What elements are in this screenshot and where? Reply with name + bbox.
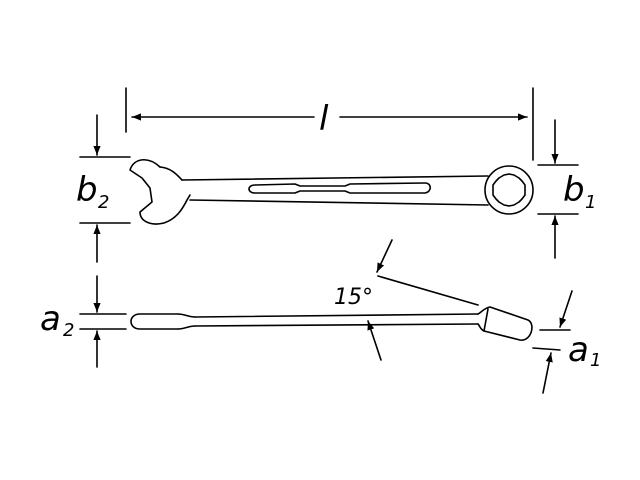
b2-dimension xyxy=(79,114,131,263)
shank-bottom-edge xyxy=(189,199,489,206)
length-dimension xyxy=(125,87,534,161)
a1-subscript: 1 xyxy=(590,350,601,371)
side-neck-bottom xyxy=(177,325,196,330)
open-end-head xyxy=(129,159,191,225)
ring-end-bihex xyxy=(492,173,526,207)
a1-label: a xyxy=(568,330,589,370)
a2-subscript: 2 xyxy=(63,320,74,341)
side-ring-inner xyxy=(483,308,489,332)
b1-label: b xyxy=(563,170,585,210)
b2-label: b xyxy=(76,170,98,210)
b1-subscript: 1 xyxy=(585,192,596,213)
angle-dimension xyxy=(367,239,479,361)
side-shank-bottom xyxy=(194,323,479,327)
ring-end-outer xyxy=(484,165,534,215)
side-shank-top xyxy=(194,313,479,318)
side-neck xyxy=(177,313,196,318)
wrench-top-view xyxy=(129,159,534,225)
b2-subscript: 2 xyxy=(98,192,109,213)
side-ring-end xyxy=(477,306,533,341)
angle-label: 15° xyxy=(334,285,373,310)
b1-dimension xyxy=(537,119,579,259)
side-open-end xyxy=(130,313,179,330)
shank-groove xyxy=(248,182,432,194)
a2-label: a xyxy=(40,299,61,339)
shank-top-edge xyxy=(181,175,489,181)
open-end-throat xyxy=(159,166,183,181)
wrench-side-view xyxy=(130,306,533,341)
a2-dimension xyxy=(79,275,127,368)
a1-dimension xyxy=(532,290,573,394)
length-label: l xyxy=(319,99,329,139)
